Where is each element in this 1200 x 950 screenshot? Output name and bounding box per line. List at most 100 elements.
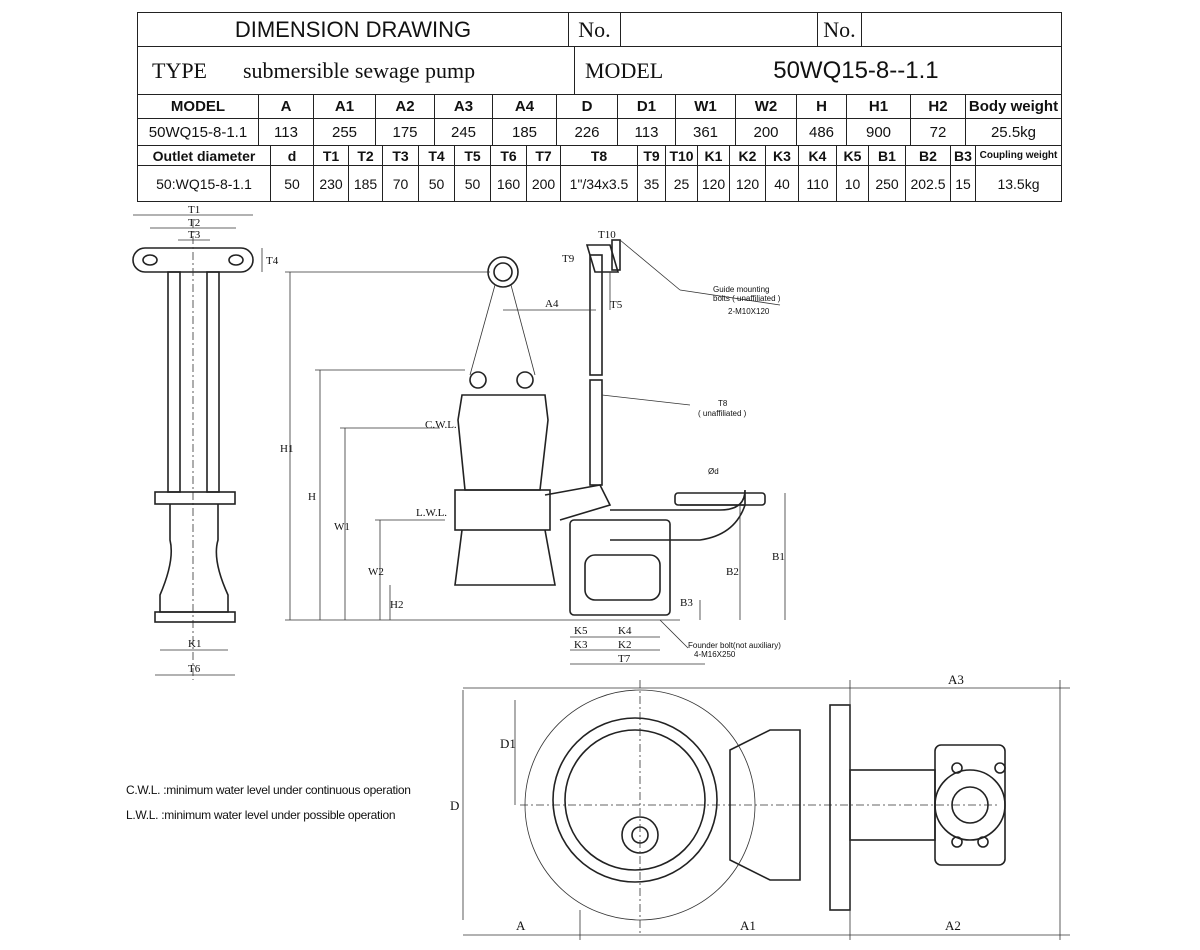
t1v-cell: 255 xyxy=(314,119,376,145)
t1h-cell: H2 xyxy=(911,95,966,118)
label-T3: T3 xyxy=(188,229,201,241)
t1v-cell: 245 xyxy=(435,119,493,145)
t2h-cell: Outlet diameter xyxy=(138,146,271,165)
type-cell: TYPE submersible sewage pump xyxy=(138,47,575,94)
t2h-cell: T2 xyxy=(349,146,383,165)
no-value-1 xyxy=(621,13,818,46)
label-A2: A2 xyxy=(945,918,961,933)
t2v-cell: 50 xyxy=(271,166,314,201)
label-A4: A4 xyxy=(545,298,559,310)
t2h-cell: T1 xyxy=(314,146,349,165)
t2v-cell: 70 xyxy=(383,166,419,201)
label-T1: T1 xyxy=(188,204,200,216)
dimension-table: DIMENSION DRAWING No. No. TYPE submersib… xyxy=(137,12,1062,202)
t2v-cell: 202.5 xyxy=(906,166,951,201)
type-label: TYPE xyxy=(152,57,207,83)
label-T2: T2 xyxy=(188,217,200,229)
t1v-cell: 185 xyxy=(493,119,557,145)
plan-view: A3 D1 D A A1 A2 xyxy=(450,672,1070,940)
label-K3: K3 xyxy=(574,639,588,651)
t1v-cell: 72 xyxy=(911,119,966,145)
label-T7: T7 xyxy=(618,653,631,665)
model-cell: MODEL 50WQ15-8--1.1 xyxy=(575,47,1061,94)
t2v-cell: 10 xyxy=(837,166,869,201)
t2h-cell: d xyxy=(271,146,314,165)
t1h-cell: MODEL xyxy=(138,95,259,118)
model-value: 50WQ15-8--1.1 xyxy=(773,56,939,84)
t2v-cell: 35 xyxy=(638,166,666,201)
t2v-cell: 250 xyxy=(869,166,906,201)
label-K5: K5 xyxy=(574,625,588,637)
note-lwl: L.W.L. :minimum water level under possib… xyxy=(126,808,396,822)
side-view: T1 T2 T3 T4 K1 T6 xyxy=(132,204,279,680)
t2v-cell: 50 xyxy=(455,166,491,201)
t2h-cell: T8 xyxy=(561,146,638,165)
t2h-cell: B1 xyxy=(869,146,906,165)
t1h-cell: W2 xyxy=(736,95,797,118)
t2v-cell: 185 xyxy=(349,166,383,201)
label-K1: K1 xyxy=(188,638,201,650)
t8-note-1: T8 xyxy=(718,399,728,408)
t2h-cell: K1 xyxy=(698,146,730,165)
t2v-cell: 13.5kg xyxy=(997,175,1040,192)
t1v-cell: 486 xyxy=(797,119,847,145)
t2h-cell: K3 xyxy=(766,146,799,165)
type-value: submersible sewage pump xyxy=(243,57,476,83)
t2v-cell: 230 xyxy=(314,166,349,201)
t2v-cell: 160 xyxy=(491,166,527,201)
t8-note-2: ( unaffiliated ) xyxy=(698,409,747,418)
label-T10: T10 xyxy=(598,229,616,241)
founder-note-1: Founder bolt(not auxiliary) xyxy=(688,641,781,650)
label-A3: A3 xyxy=(948,672,964,687)
t2h-cell: K5 xyxy=(837,146,869,165)
t2h-cell: B3 xyxy=(951,146,976,165)
t1h-cell: A xyxy=(259,95,314,118)
no-label-1: No. xyxy=(569,13,621,46)
t1h-cell: D xyxy=(557,95,618,118)
label-T5: T5 xyxy=(610,299,623,311)
label-B1: B1 xyxy=(772,551,785,563)
t1v-cell: 25.5kg xyxy=(990,123,1037,141)
t1v-cell: 900 xyxy=(847,119,911,145)
t1h-cell: Body weight xyxy=(968,98,1059,115)
label-B2: B2 xyxy=(726,566,739,578)
t2v-cell: 40 xyxy=(766,166,799,201)
t2h-cell: T6 xyxy=(491,146,527,165)
label-B3: B3 xyxy=(680,597,693,609)
t1v-cell: 113 xyxy=(618,119,676,145)
t1v-cell: 200 xyxy=(736,119,797,145)
label-T6: T6 xyxy=(188,663,201,675)
t1v-cell: 361 xyxy=(676,119,736,145)
t1h-cell: H1 xyxy=(847,95,911,118)
t1h-cell: A4 xyxy=(493,95,557,118)
t2v-cell: 110 xyxy=(799,166,837,201)
t1h-cell: A3 xyxy=(435,95,493,118)
label-D1: D1 xyxy=(500,736,516,751)
t2h-cell: T10 xyxy=(666,146,698,165)
label-cwl: C.W.L. xyxy=(425,419,457,431)
t2v-cell: 50 xyxy=(419,166,455,201)
founder-note-2: 4-M16X250 xyxy=(694,650,736,659)
t2h-cell: B2 xyxy=(906,146,951,165)
guide-note-1: Guide mounting xyxy=(713,285,769,294)
label-W2: W2 xyxy=(368,566,384,578)
label-D: D xyxy=(450,798,459,813)
t1h-cell: W1 xyxy=(676,95,736,118)
label-lwl: L.W.L. xyxy=(416,507,447,519)
label-W1: W1 xyxy=(334,521,350,533)
type-row: TYPE submersible sewage pump MODEL 50WQ1… xyxy=(138,47,1061,95)
t1h-cell: H xyxy=(797,95,847,118)
label-H1: H1 xyxy=(280,443,293,455)
no-label-2: No. xyxy=(818,13,862,46)
t2h-cell: K2 xyxy=(730,146,766,165)
label-H: H xyxy=(308,491,316,503)
t2v-cell: 120 xyxy=(698,166,730,201)
t2v-cell: 1"/34x3.5 xyxy=(561,166,638,201)
note-cwl: C.W.L. :minimum water level under contin… xyxy=(126,783,411,797)
label-T4: T4 xyxy=(266,255,279,267)
guide-note-2: bolts ( unaffiliated ) xyxy=(713,294,781,303)
